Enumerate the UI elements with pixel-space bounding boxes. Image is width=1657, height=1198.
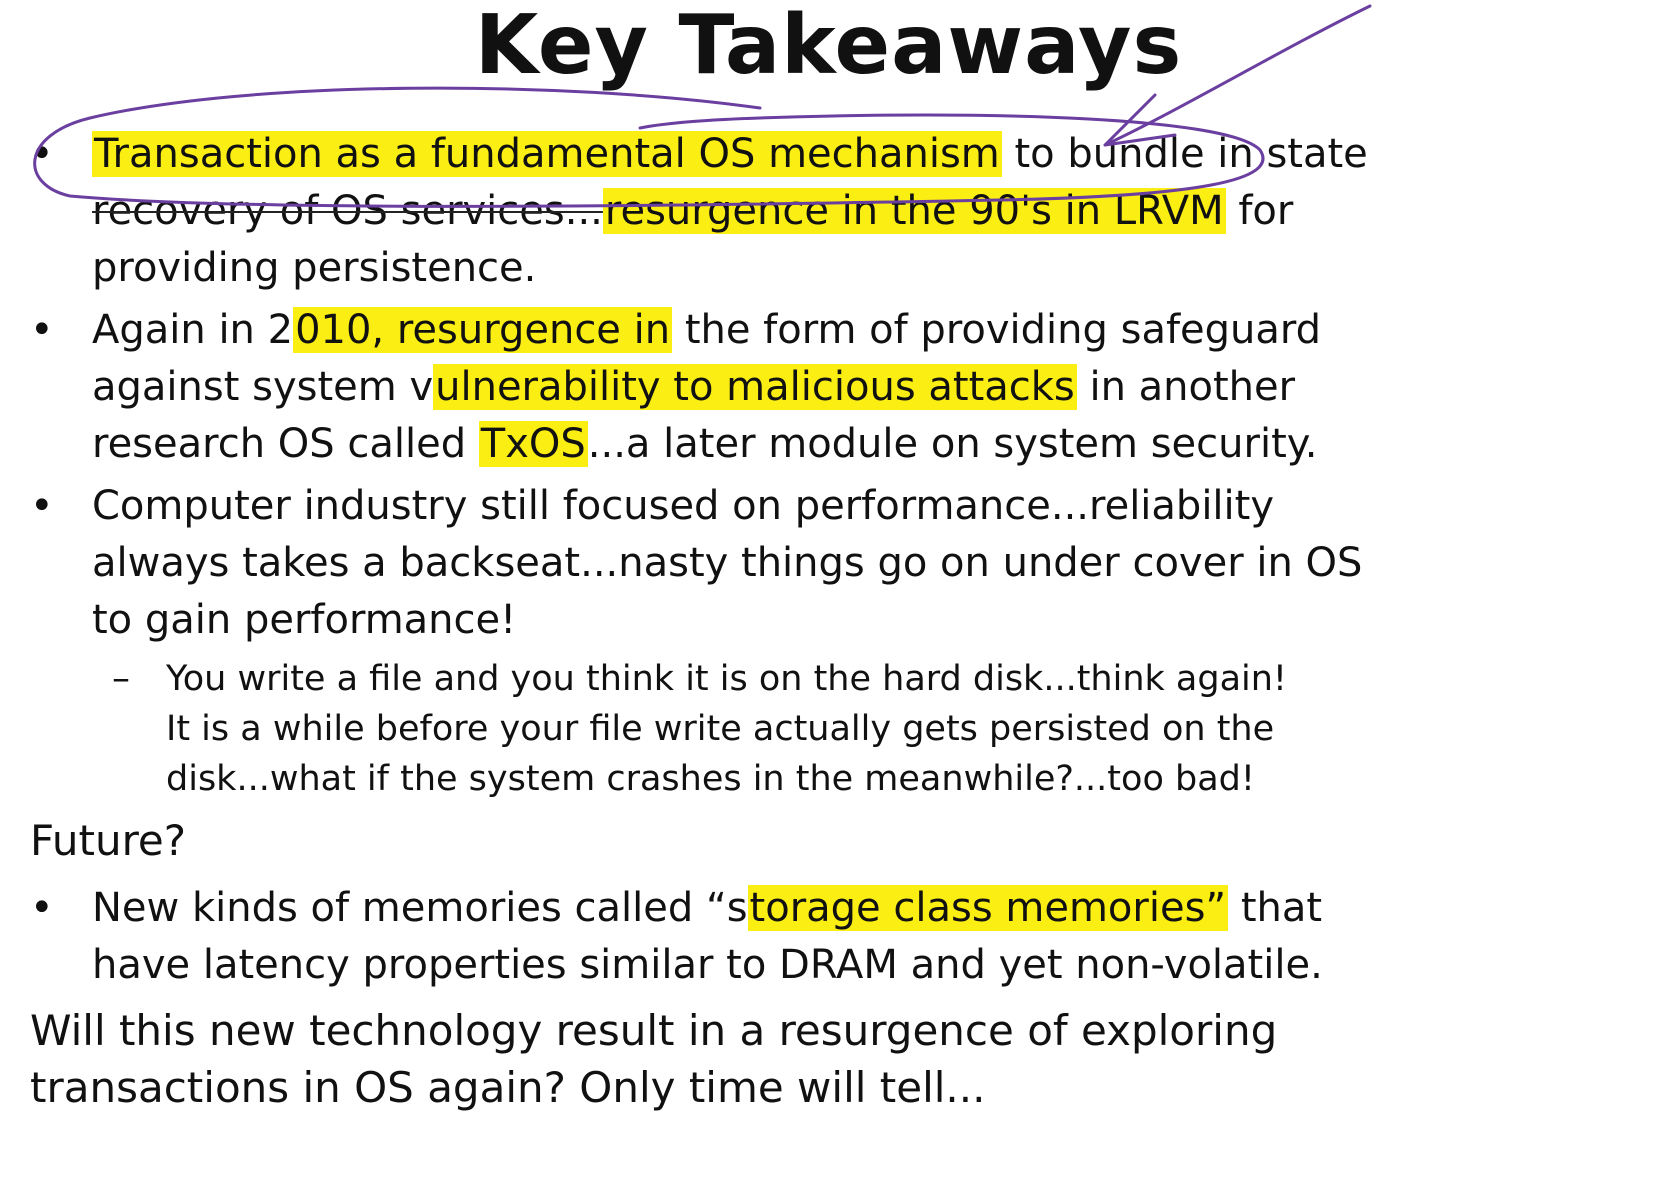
highlight: Transaction as a fundamental OS mechanis… <box>92 131 1002 177</box>
future-heading: Future? <box>30 816 187 865</box>
bullet-2: Again in 2010, resurgence in the form of… <box>92 302 1321 473</box>
future-bullet-line-2: have latency properties similar to DRAM … <box>92 942 1323 988</box>
sub-bullet-line-1: You write a file and you think it is on … <box>166 659 1287 699</box>
sub-bullet-dash: – <box>112 658 130 699</box>
highlight: TxOS <box>478 421 588 467</box>
closing-question: Will this new technology result in a res… <box>30 1002 1277 1116</box>
bullet-2-line-2: against system vulnerability to maliciou… <box>92 364 1296 410</box>
bullet-3-line-3: to gain performance! <box>92 597 517 643</box>
bullet-1-line-1: Transaction as a fundamental OS mechanis… <box>92 131 1368 177</box>
bullet-marker: • <box>30 885 54 931</box>
closing-line-1: Will this new technology result in a res… <box>30 1006 1278 1055</box>
bullet-3-line-1: Computer industry still focused on perfo… <box>92 483 1275 529</box>
slide-title: Key Takeaways <box>474 0 1183 93</box>
bullet-1-line-3: providing persistence. <box>92 245 537 291</box>
sub-bullet-line-2: It is a while before your file write act… <box>166 709 1275 749</box>
highlight: torage class memories” <box>747 885 1229 931</box>
highlight: 010, resurgence in <box>293 307 673 353</box>
bullet-marker: • <box>30 483 54 529</box>
future-bullet: New kinds of memories called “storage cl… <box>92 880 1323 994</box>
future-bullet-line-1: New kinds of memories called “storage cl… <box>92 885 1323 931</box>
bullet-marker: • <box>30 131 54 177</box>
closing-line-2: transactions in OS again? Only time will… <box>30 1063 986 1112</box>
bullet-marker: • <box>30 307 54 353</box>
bullet-3: Computer industry still focused on perfo… <box>92 478 1362 649</box>
sub-bullet-line-3: disk...what if the system crashes in the… <box>166 759 1255 799</box>
bullet-2-line-3: research OS called TxOS...a later module… <box>92 421 1318 467</box>
bullet-2-line-1: Again in 2010, resurgence in the form of… <box>92 307 1322 353</box>
struck-text: recovery of OS services... <box>92 188 603 234</box>
bullet-3-line-2: always takes a backseat...nasty things g… <box>92 540 1363 586</box>
sub-bullet: You write a file and you think it is on … <box>166 654 1287 804</box>
highlight: ulnerability to malicious attacks <box>433 364 1077 410</box>
highlight: resurgence in the 90's in LRVM <box>602 188 1226 234</box>
bullet-1: Transaction as a fundamental OS mechanis… <box>92 126 1368 297</box>
bullet-1-line-2: recovery of OS services...resurgence in … <box>92 188 1294 234</box>
